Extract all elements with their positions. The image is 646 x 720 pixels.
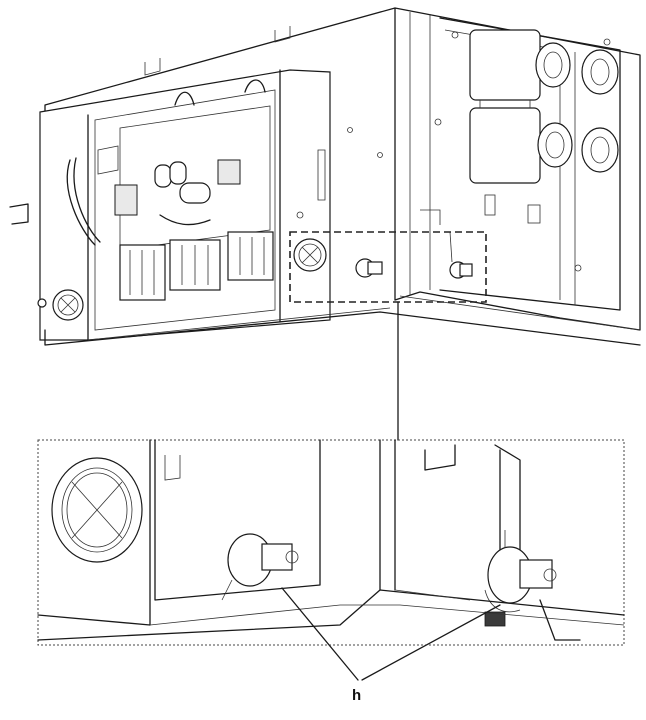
- terminal-blocks: [119, 231, 274, 301]
- detail-frame: [37, 439, 625, 646]
- detail-cable-tie-right: [484, 530, 557, 627]
- callout-h-leaders: [281, 587, 501, 681]
- cable-tie-right: [449, 231, 473, 279]
- detail-cable-tie-left: [221, 533, 299, 601]
- callout-label-h: h: [352, 687, 361, 704]
- cable-tie-left: [355, 258, 383, 278]
- detail-view: [37, 439, 625, 646]
- detail-grommet: [51, 457, 143, 563]
- detail-zoom-frame: [289, 231, 487, 303]
- capacitor-group: [114, 159, 241, 216]
- pipe-fittings: [469, 29, 619, 184]
- overall-unit-view: [9, 7, 641, 346]
- grommet-right: [293, 238, 327, 272]
- grommet-left: [52, 289, 84, 321]
